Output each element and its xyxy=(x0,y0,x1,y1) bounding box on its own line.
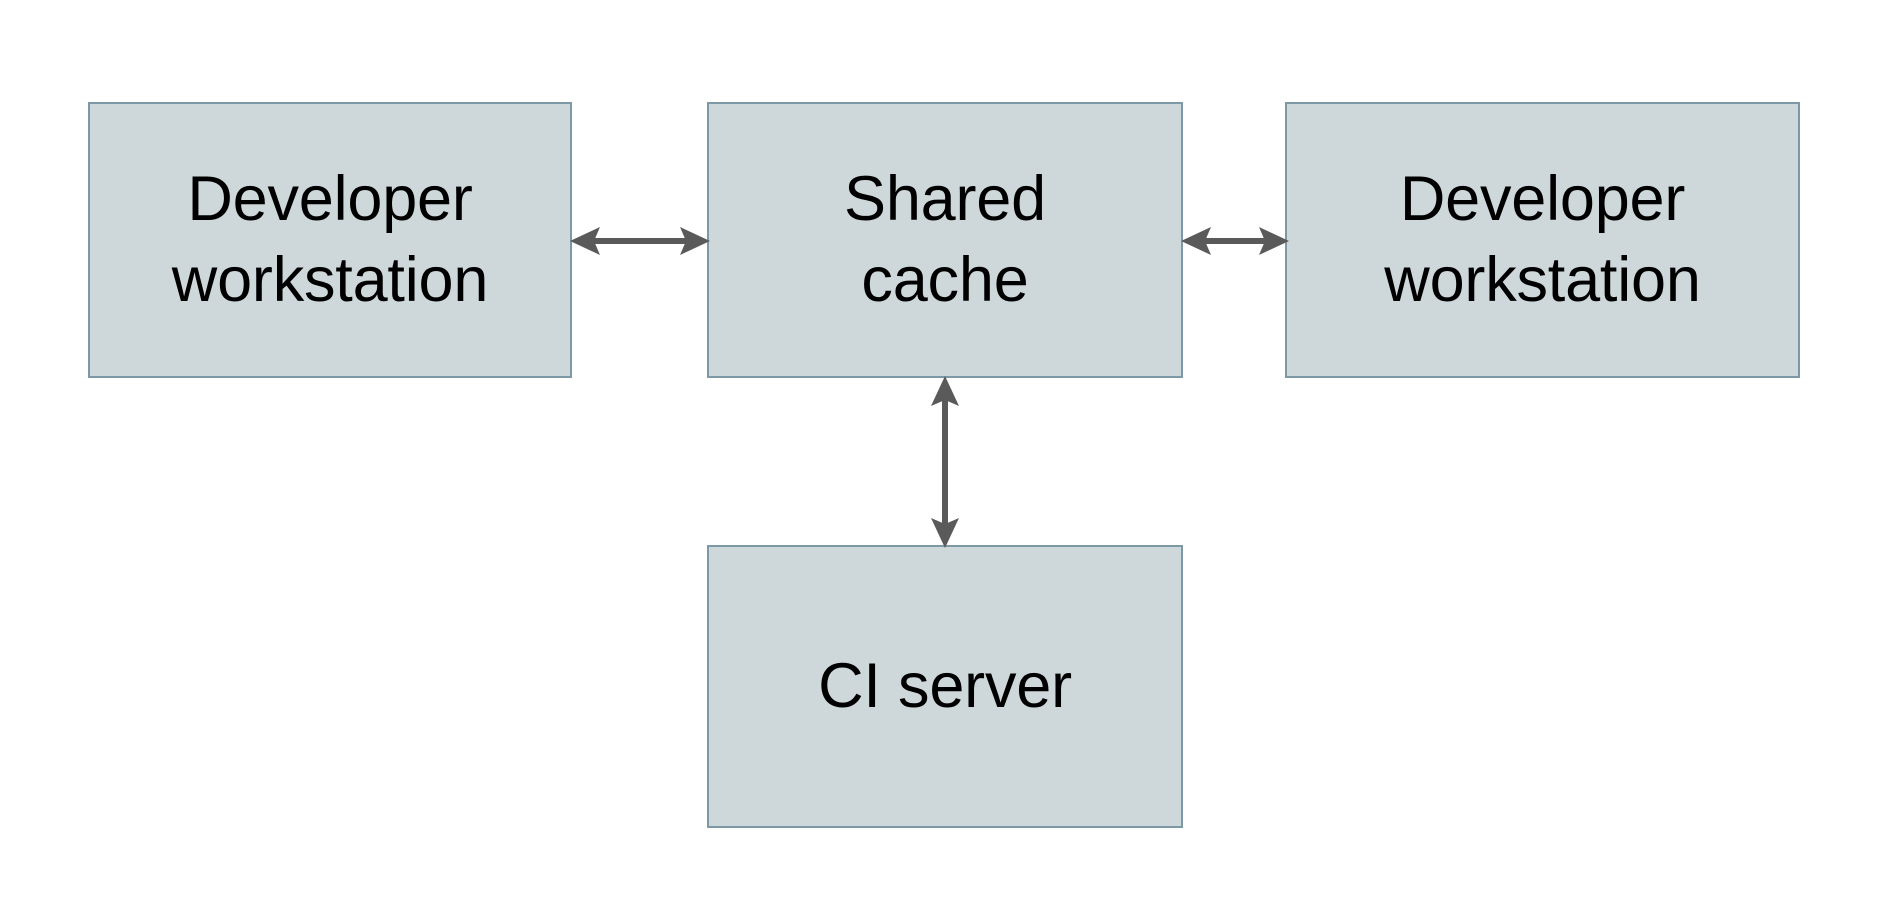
node-label: Developer workstation xyxy=(171,164,489,315)
node-ci-server[interactable]: CI server xyxy=(707,545,1183,828)
connector-shared-cache-to-ci-server[interactable] xyxy=(916,372,974,552)
arrow-head-up-icon xyxy=(931,376,959,406)
arrow-head-down-icon xyxy=(931,518,959,548)
node-developer-workstation-right[interactable]: Developer workstation xyxy=(1285,102,1800,378)
arrow-head-right-icon xyxy=(1259,227,1289,255)
arrow-head-left-icon xyxy=(1181,227,1211,255)
node-shared-cache[interactable]: Shared cache xyxy=(707,102,1183,378)
connector-shared-cache-to-developer-right[interactable] xyxy=(1177,212,1293,270)
connector-developer-left-to-shared-cache[interactable] xyxy=(566,212,714,270)
arrow-head-left-icon xyxy=(570,227,600,255)
node-label: Developer workstation xyxy=(1384,164,1701,315)
arrow-head-right-icon xyxy=(680,227,710,255)
node-developer-workstation-left[interactable]: Developer workstation xyxy=(88,102,572,378)
node-label: CI server xyxy=(818,651,1072,722)
node-label: Shared cache xyxy=(844,164,1046,315)
